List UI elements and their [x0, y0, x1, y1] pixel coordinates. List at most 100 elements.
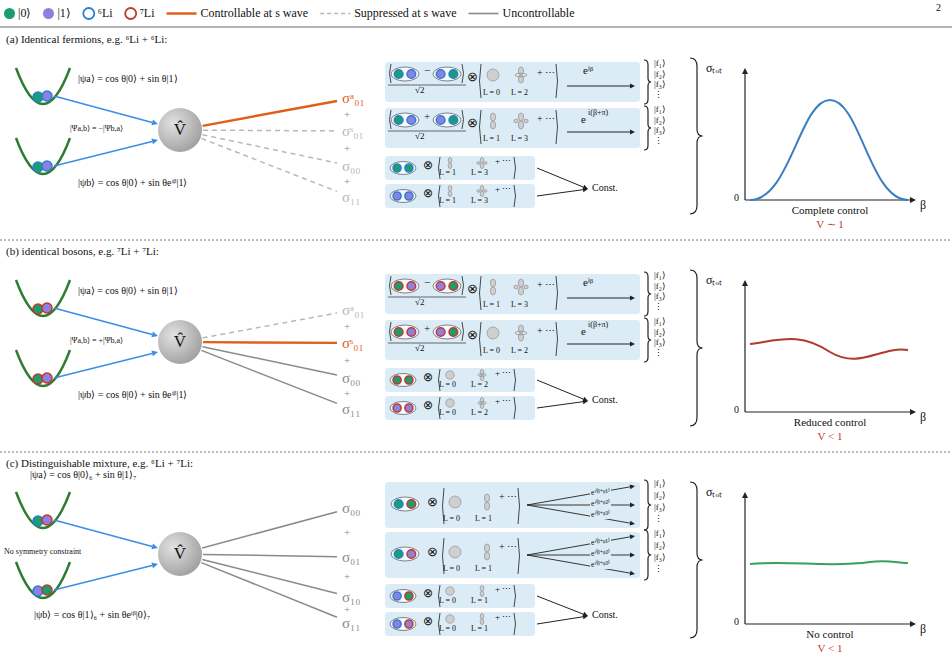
- arrow-head: [583, 187, 588, 192]
- orbital-lobe: [480, 613, 484, 619]
- atom-pair: [391, 547, 419, 561]
- final-state: |f₁⟩: [654, 105, 666, 114]
- channel-text: +: [424, 323, 430, 334]
- channel-drawing: [385, 156, 535, 180]
- sigma-symbol: σˢ₀₁: [342, 335, 364, 351]
- connector: [201, 138, 337, 191]
- const-arrow: [537, 190, 583, 196]
- legend-swatch: [4, 8, 15, 19]
- plus-sign: +: [344, 176, 350, 187]
- panel-divider: [0, 240, 952, 241]
- phase-arrow: [567, 86, 630, 87]
- arrow-head: [151, 563, 158, 569]
- orbital-lobe: [490, 287, 495, 295]
- atom: [407, 116, 416, 125]
- orbital-lobe: [484, 494, 489, 502]
- phase-arrow: [527, 505, 630, 506]
- arrow-head: [910, 197, 916, 203]
- channel-text: + ⋯: [495, 397, 511, 406]
- final-state: |f₁⟩: [654, 317, 666, 326]
- arrow-head: [630, 342, 635, 347]
- arrow-head: [630, 571, 635, 576]
- visibility-value: V < 1: [818, 431, 843, 442]
- plus-sign: +: [344, 321, 350, 332]
- orbital-lobe: [448, 191, 452, 197]
- final-state: |f₂⟩: [654, 282, 666, 291]
- parenthesis: [462, 276, 464, 295]
- connector: [203, 347, 337, 375]
- channel-box: ⊗L = 0L = 1+ ⋯eⁱ⁽ᵝ⁺ᵠ¹⁾eⁱ⁽ᵝ⁺ᵠ²⁾eⁱ⁽ᵝ⁺ᵠ³⁾: [385, 532, 640, 578]
- atom: [393, 376, 401, 384]
- atom-pair: [390, 162, 416, 175]
- channel-drawing: [385, 396, 535, 420]
- legend-text: ⁶Li: [98, 7, 113, 19]
- axis-label: β: [920, 623, 926, 635]
- channel-text: L = 1: [483, 301, 500, 309]
- final-state: ⋮: [654, 349, 663, 358]
- atom: [449, 70, 458, 79]
- connector-layer: [201, 101, 337, 617]
- channel-box: −√2⊗L = 0L = 2+ ⋯eⁱᵝ: [385, 62, 640, 102]
- input-arrow: [54, 308, 152, 334]
- const-label: Const.: [592, 183, 618, 193]
- channel-text: L = 0: [439, 597, 456, 605]
- legend-text: |0⟩: [18, 7, 31, 19]
- input-arrow: [54, 141, 152, 166]
- atom: [394, 328, 403, 337]
- channel-box: +√2⊗L = 1L = 3+ ⋯ei(β+π): [385, 108, 640, 148]
- channel-box: ⊗L = 0L = 2+ ⋯: [385, 396, 535, 420]
- atom: [436, 70, 445, 79]
- atom: [394, 70, 403, 79]
- arrow-head: [742, 280, 748, 286]
- arrow-head: [742, 492, 748, 498]
- parenthesis: [462, 64, 464, 83]
- atom: [393, 404, 401, 412]
- atom-pair: [390, 402, 416, 415]
- exchange-note: |Ψa,b⟩ = +|Ψb,a⟩: [70, 337, 123, 345]
- orbital-lobe: [490, 121, 495, 129]
- channel-text: L = 1: [439, 169, 456, 177]
- brace: [644, 530, 651, 580]
- orbital-lobe: [518, 75, 523, 83]
- orbital-lobe: [490, 113, 495, 121]
- channel-text: −: [424, 65, 430, 76]
- parenthesis: [480, 276, 482, 310]
- legend-text: ⁷Li: [140, 7, 155, 19]
- arrow-head: [742, 68, 748, 74]
- parenthesis: [480, 64, 482, 98]
- channel-text: L = 2: [471, 381, 488, 389]
- panel-illustration: [16, 270, 916, 426]
- channel-text: L = 3: [471, 169, 488, 177]
- s-orbital: [487, 69, 499, 81]
- plus-sign: +: [344, 571, 350, 582]
- atom: [393, 164, 401, 172]
- trap: [16, 138, 70, 174]
- const-arrow: [537, 168, 583, 187]
- control-caption: No control: [806, 629, 853, 640]
- axis: [744, 498, 745, 624]
- channel-drawing: [385, 612, 535, 636]
- exchange-note: |Ψa,b⟩ = −|Ψb,a⟩: [70, 125, 123, 133]
- visibility-value: V < 1: [818, 643, 843, 654]
- channel-text: eⁱ⁽ᵝ⁺ᵠ²⁾: [590, 500, 611, 508]
- sigma-symbol: σˢ₀₁: [342, 123, 364, 139]
- final-state: |f₃⟩: [654, 553, 666, 562]
- atom-pair: [433, 67, 461, 81]
- brace: [644, 318, 651, 362]
- cross-section-term: σ₁₁: [340, 400, 363, 418]
- channel-drawing: [385, 584, 535, 608]
- arrow-head: [910, 621, 916, 627]
- control-caption: Reduced control: [794, 417, 866, 428]
- final-state: ⋮: [654, 565, 663, 574]
- input-arrow: [54, 520, 152, 546]
- orbital-lobe: [490, 279, 495, 287]
- const-arrow: [537, 617, 583, 624]
- orbital-lobe: [518, 287, 523, 295]
- arrow-head: [630, 521, 635, 526]
- channel-text: L = 0: [439, 409, 456, 417]
- atom: [394, 550, 403, 559]
- atom: [405, 192, 413, 200]
- s-orbital: [446, 615, 454, 623]
- final-state: |f₂⟩: [654, 70, 666, 79]
- s-orbital: [446, 371, 454, 379]
